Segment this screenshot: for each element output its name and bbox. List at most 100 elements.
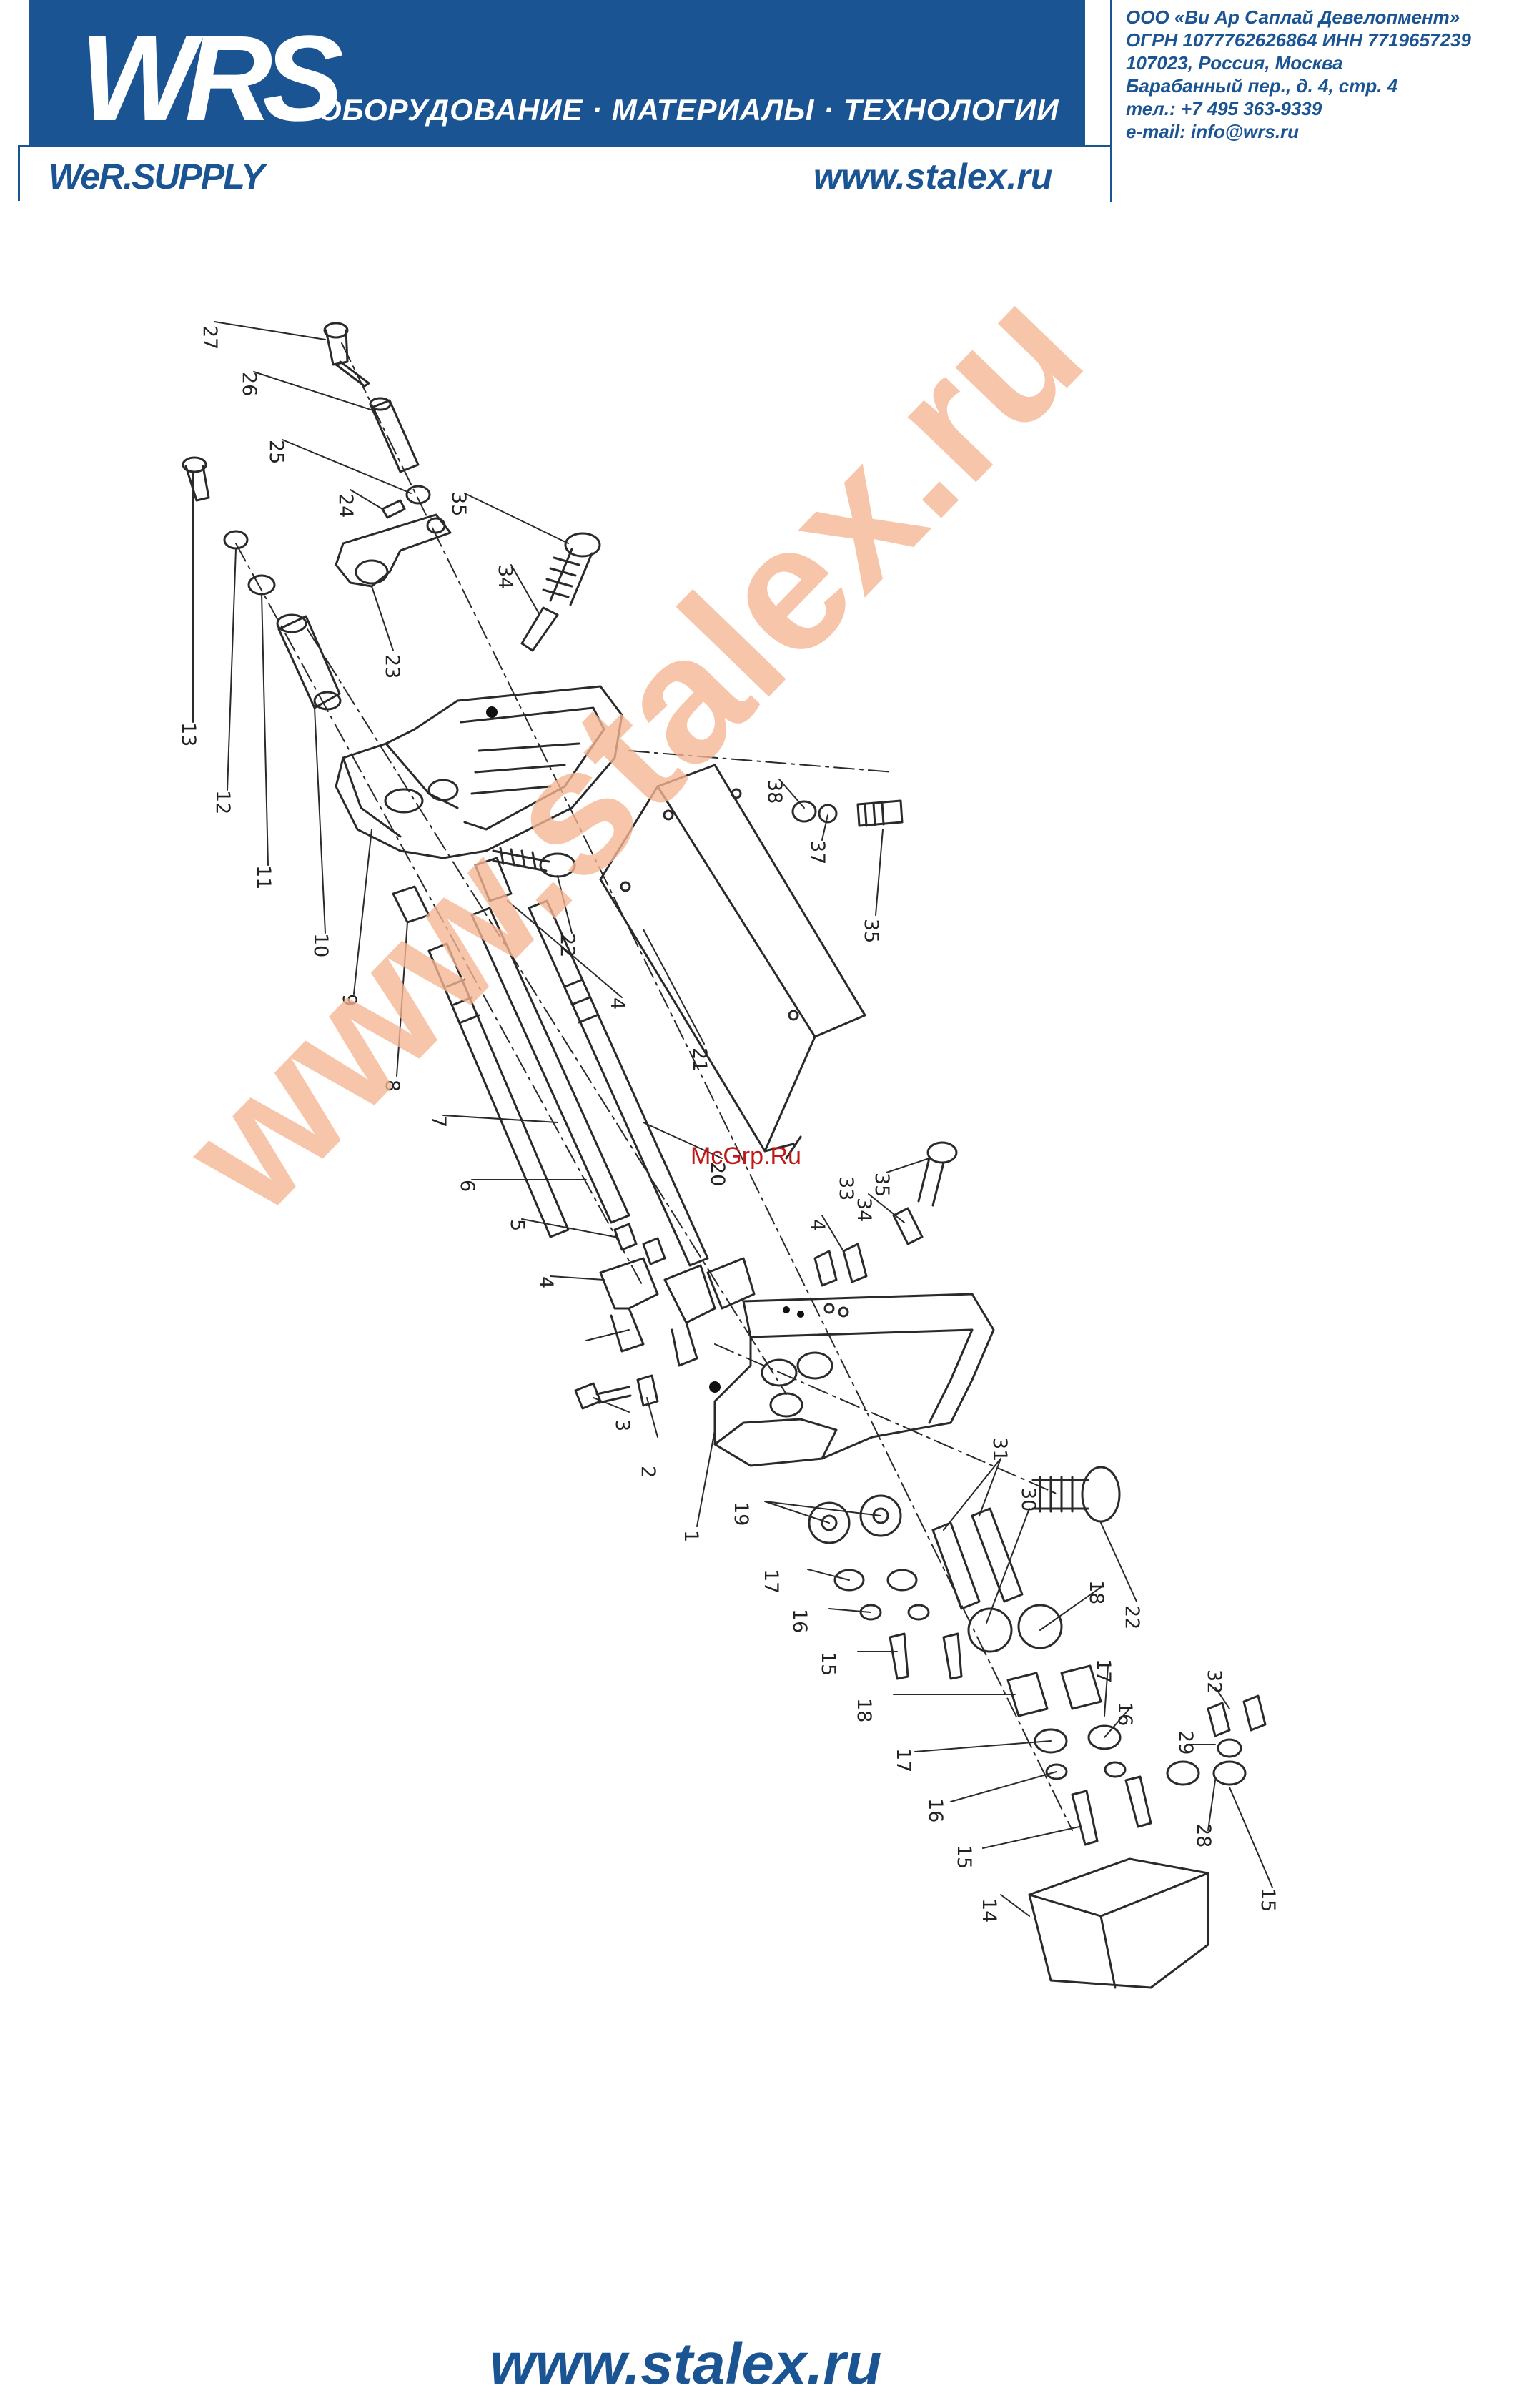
part-33-34-35-pins	[813, 1141, 958, 1287]
part-23-lever	[335, 513, 452, 588]
part-4-nuts	[392, 857, 513, 924]
callout-label: 35	[447, 492, 470, 516]
callout-label: 9	[338, 994, 360, 1006]
callout-label: 29	[1174, 1730, 1197, 1755]
callout-label: 21	[688, 1047, 711, 1072]
part-22-bolt-lower	[1031, 1466, 1121, 1523]
part-18-gears	[967, 1604, 1063, 1653]
header-divider-left	[18, 145, 20, 201]
callout-label: 11	[252, 865, 274, 889]
callout-label: 25	[265, 440, 287, 464]
callout-label: 15	[1257, 1888, 1279, 1912]
callout-label: 22	[1121, 1605, 1143, 1629]
part-7-shaft	[470, 907, 630, 1224]
header-divider-horizontal	[18, 145, 1112, 147]
callout-label: 3	[611, 1419, 633, 1431]
part-15-screws	[889, 1632, 963, 1680]
part-24-pin	[381, 499, 406, 519]
callout-labels: 27 26 25 24 23 35 34 13 12 11 10 9 22 38…	[177, 325, 1279, 1923]
callout-label: 26	[238, 372, 260, 396]
part-26-sleeve	[369, 397, 420, 473]
callout-label: 34	[494, 565, 516, 589]
footer-website-link[interactable]: www.stalex.ru	[490, 2331, 882, 2397]
slogan: ОБОРУДОВАНИЕ · МАТЕРИАЛЫ · ТЕХНОЛОГИИ	[318, 93, 1059, 127]
company-city: 107023, Россия, Москва	[1126, 52, 1343, 74]
part-12-washer	[223, 530, 249, 550]
part-17-16-lower-nuts	[1034, 1724, 1127, 1780]
part-5-coupling	[599, 1257, 756, 1367]
callout-label: 18	[1085, 1580, 1107, 1604]
company-name: ООО «Ви Ар Саплай Девелопмент»	[1126, 6, 1460, 28]
company-phone: тел.: +7 495 363-9339	[1126, 98, 1322, 119]
callout-label: 2	[637, 1466, 659, 1478]
callout-label: 4	[606, 997, 628, 1010]
company-email[interactable]: e-mail: info@wrs.ru	[1126, 121, 1300, 142]
part-25-bushing	[405, 485, 431, 505]
callout-label: 31	[989, 1437, 1011, 1461]
callout-label: 17	[1092, 1659, 1114, 1683]
marker-dots	[486, 706, 804, 1393]
callout-label: 1	[680, 1530, 702, 1542]
header-band: WRS	[29, 0, 1085, 145]
part-27-screw	[323, 322, 370, 388]
part-14-block	[1028, 1857, 1209, 1989]
part-31-30-shafts	[931, 1507, 1024, 1610]
header-website-link[interactable]: www.stalex.ru	[813, 157, 1053, 197]
callout-label: 4	[535, 1276, 557, 1288]
part-8-shaft	[427, 942, 570, 1238]
callout-label: 17	[892, 1748, 914, 1772]
callout-label: 22	[556, 933, 578, 957]
company-ogrn: ОГРН 1077762626864 ИНН 7719657239	[1126, 29, 1471, 51]
svg-text:WRS: WRS	[80, 13, 342, 134]
callout-label: 19	[730, 1501, 752, 1526]
part-18-bushings	[1006, 1664, 1102, 1717]
callout-label: 38	[763, 779, 786, 804]
company-info: ООО «Ви Ар Саплай Девелопмент» ОГРН 1077…	[1126, 6, 1471, 143]
callout-label: 10	[310, 933, 332, 957]
part-9-frame	[335, 685, 623, 859]
part-15-lower-screws	[1071, 1775, 1152, 1846]
part-32-29-28-fasteners	[1166, 1694, 1267, 1786]
callout-label: 28	[1192, 1823, 1214, 1847]
callout-label: 32	[1203, 1669, 1225, 1694]
callout-label: 6	[456, 1180, 478, 1192]
callout-label: 15	[953, 1845, 975, 1869]
part-21-cover	[599, 764, 866, 1160]
header-divider-vertical	[1110, 0, 1112, 202]
company-address: Барабанный пер., д. 4, стр. 4	[1126, 75, 1398, 97]
callout-label: 23	[381, 654, 403, 679]
source-mark: McGrp.Ru	[691, 1143, 801, 1170]
callout-label: 14	[978, 1898, 1000, 1923]
callout-label: 24	[335, 493, 357, 518]
callout-label: 4	[806, 1219, 828, 1231]
callout-label: 27	[199, 325, 221, 350]
callout-label: 12	[212, 790, 234, 814]
callout-label: 20	[706, 1162, 728, 1186]
callout-label: 8	[381, 1080, 403, 1092]
callout-label: 5	[506, 1219, 528, 1231]
callout-label: 16	[788, 1609, 811, 1633]
part-13-bolt	[182, 456, 210, 502]
part-3-2-bolt-nut	[574, 1374, 659, 1410]
part-38-37-35-fasteners	[791, 799, 904, 827]
callout-label: 16	[1114, 1702, 1136, 1726]
part-10-spacer	[276, 613, 342, 711]
center-lines	[235, 342, 1073, 1831]
part-1-housing	[713, 1293, 995, 1467]
callout-label: 17	[760, 1569, 782, 1594]
callout-label: 18	[853, 1698, 875, 1722]
callout-label: 16	[924, 1798, 946, 1822]
callout-label: 35	[871, 1173, 893, 1197]
leader-lines	[192, 321, 1273, 1917]
callout-label: 34	[853, 1198, 875, 1222]
part-19-gears	[808, 1494, 902, 1544]
part-17-16-nuts	[833, 1569, 930, 1621]
part-20-shaft	[528, 899, 709, 1267]
callout-label: 30	[1017, 1487, 1039, 1511]
callout-label: 35	[860, 919, 882, 943]
callout-label: 7	[427, 1115, 450, 1127]
part-34-35-bolt	[520, 532, 601, 652]
part-6-keys	[613, 1223, 666, 1265]
callout-label: 15	[817, 1652, 839, 1676]
